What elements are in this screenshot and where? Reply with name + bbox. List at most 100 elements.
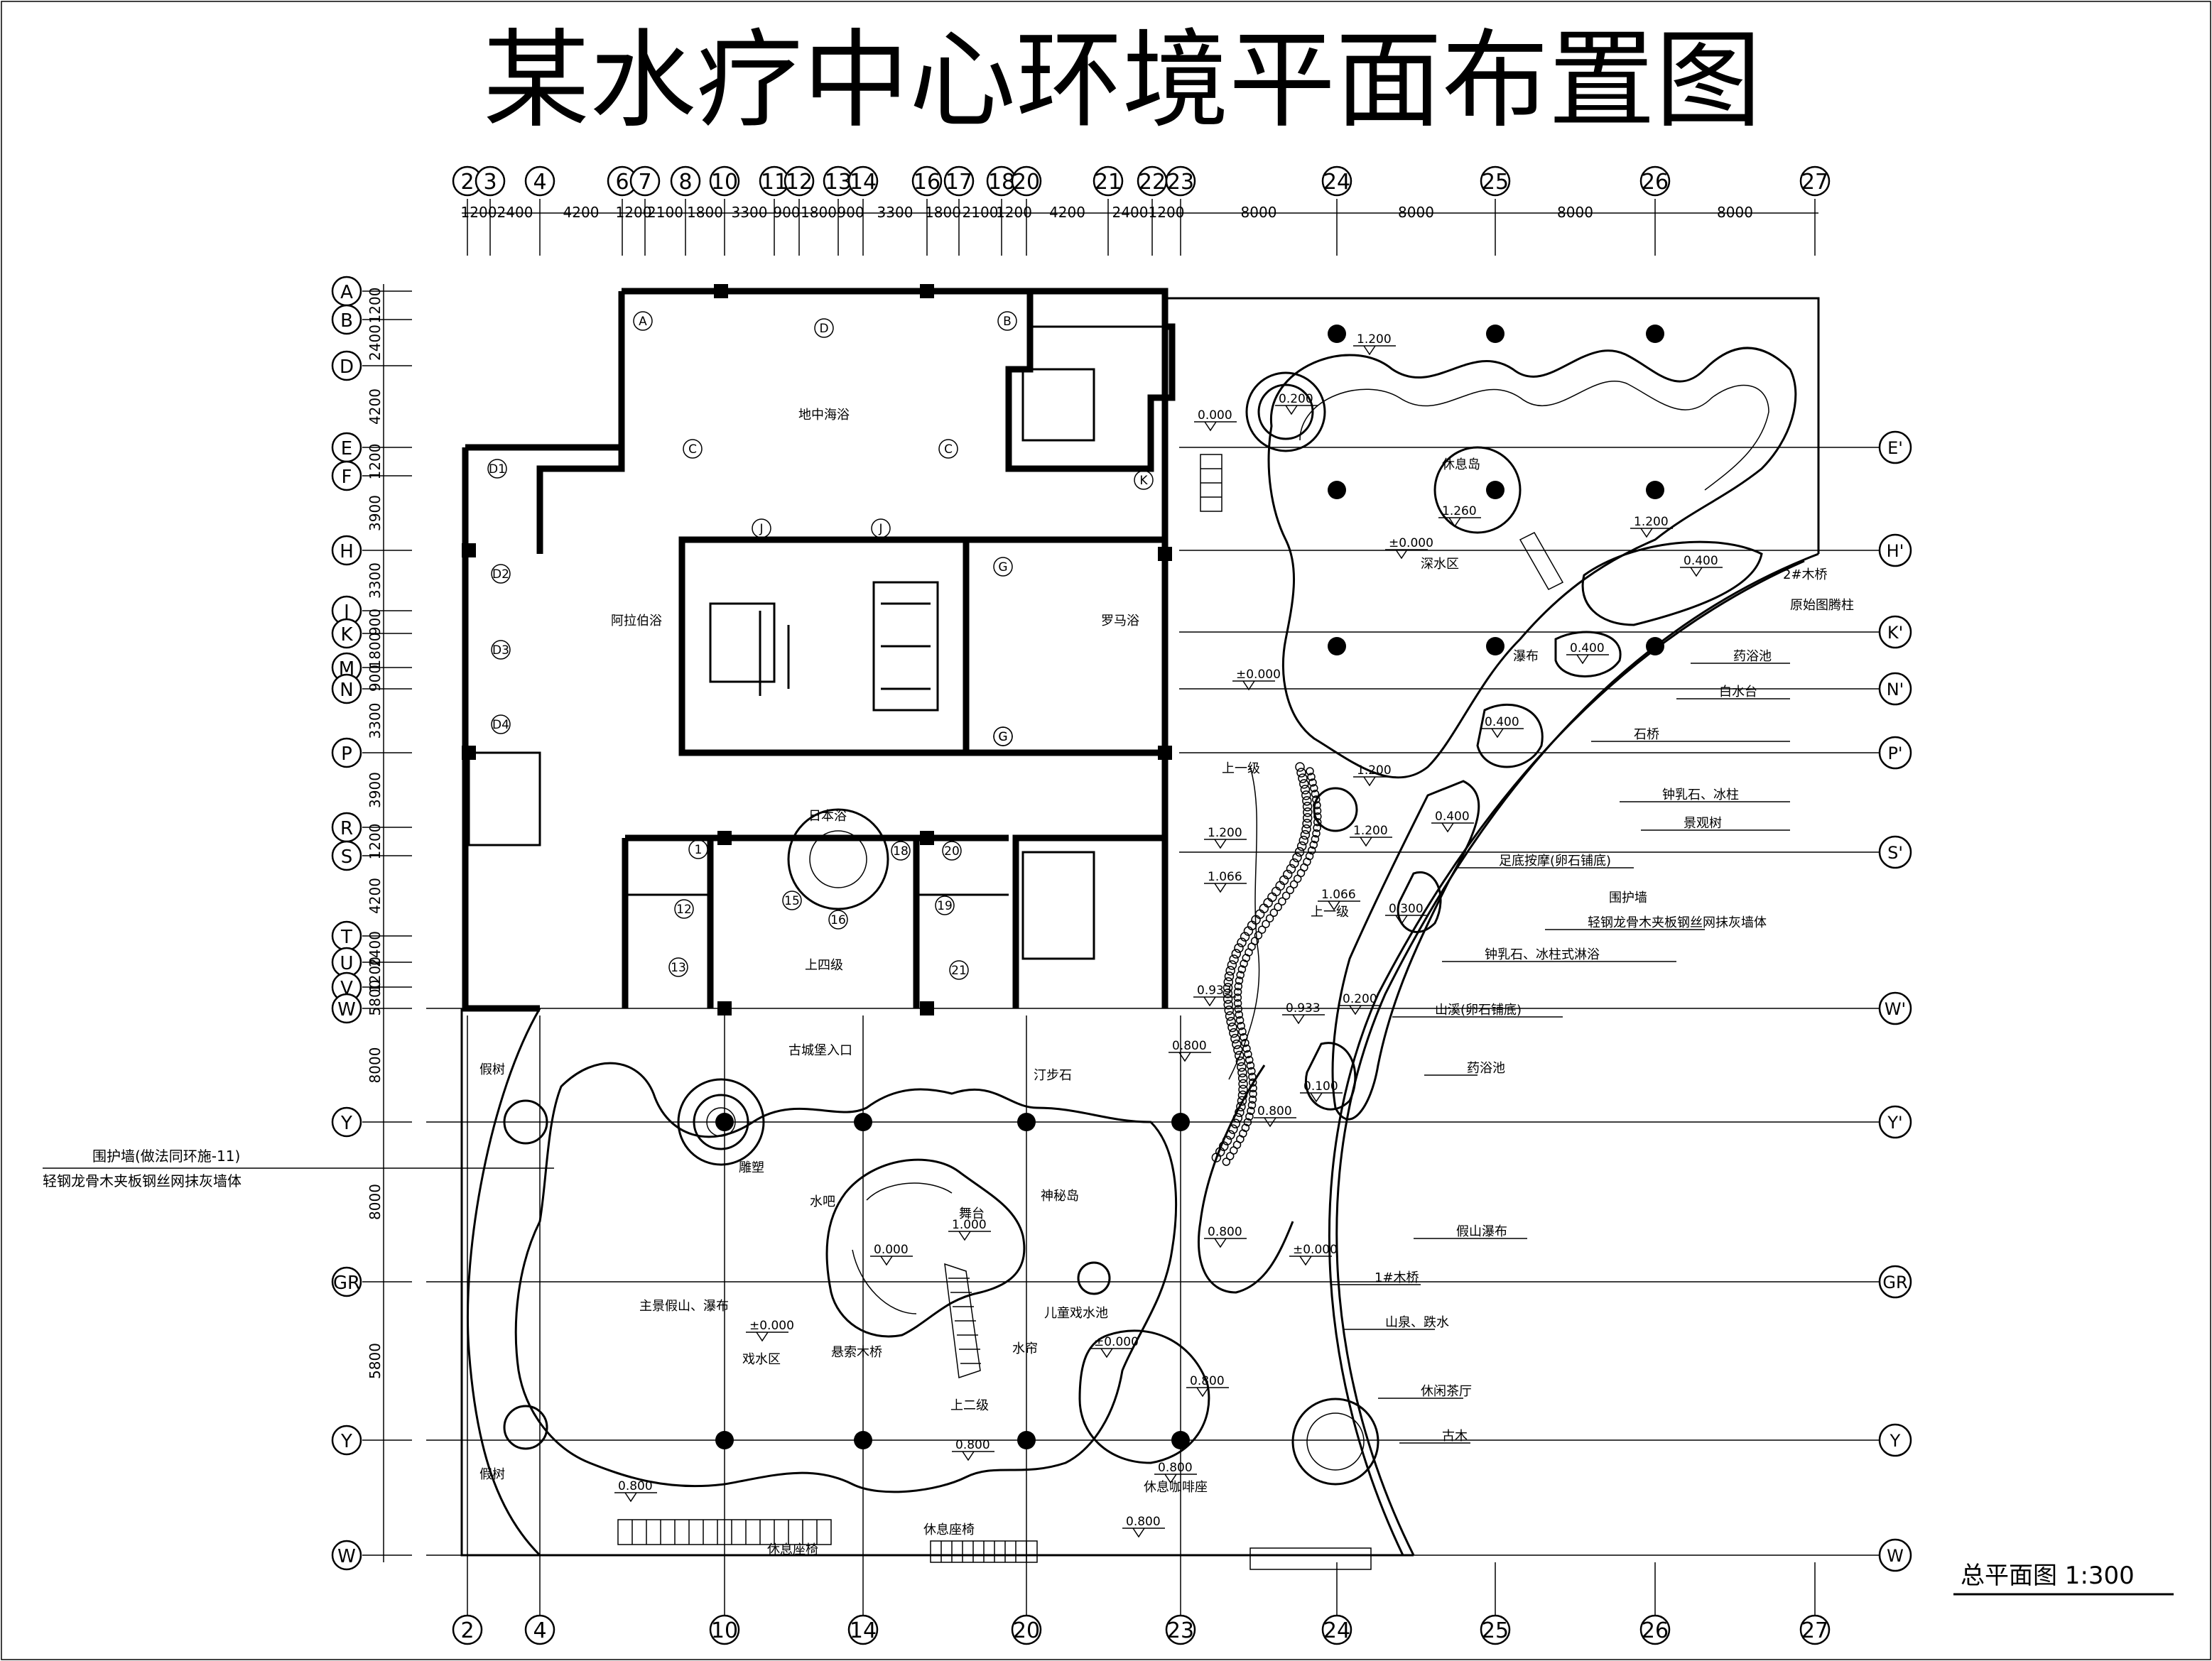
- row-dim: 5800: [367, 1343, 384, 1379]
- svg-text:21: 21: [1095, 170, 1122, 195]
- room-label-mediterranean: 地中海浴: [798, 408, 850, 423]
- room-label-entrance: 古城堡入口: [788, 1043, 852, 1058]
- svg-text:18: 18: [988, 170, 1015, 195]
- garden-label: 山溪(卵石铺底): [1435, 1003, 1522, 1018]
- column-axis-23: 23: [1165, 165, 1196, 197]
- level-mark: 0.800: [1169, 1039, 1211, 1062]
- garden-label: 休闲茶厅: [1421, 1384, 1472, 1399]
- svg-text:25: 25: [1482, 1618, 1509, 1643]
- row-dim: 8000: [367, 1047, 384, 1084]
- column-axis-16: 16: [911, 165, 943, 197]
- row-axis-M: M: [331, 652, 412, 683]
- unit-tag: J: [871, 518, 891, 538]
- right-row-axis: Y': [1179, 1105, 1912, 1139]
- column-axis-22: 22: [1137, 165, 1168, 197]
- svg-text:P: P: [341, 744, 352, 765]
- svg-text:B: B: [1003, 315, 1012, 329]
- svg-text:D: D: [340, 356, 354, 378]
- garden-label: 足底按摩(卵石铺底): [1499, 854, 1611, 868]
- svg-text:H: H: [340, 541, 354, 562]
- column-dim: 3300: [732, 204, 768, 221]
- right-row-axis: W': [1179, 991, 1912, 1025]
- column-dim: 2100: [647, 204, 683, 221]
- row-axis-U: U: [331, 947, 412, 978]
- svg-text:1.200: 1.200: [1208, 826, 1242, 840]
- unit-tag: G: [993, 726, 1013, 746]
- svg-text:1.200: 1.200: [1357, 332, 1392, 347]
- svg-text:0.800: 0.800: [1172, 1039, 1207, 1053]
- bottom-axis-4: 4: [524, 1562, 555, 1645]
- level-mark: 0.400: [1680, 554, 1723, 577]
- svg-text:13: 13: [825, 170, 852, 195]
- svg-text:K': K': [1887, 623, 1903, 643]
- column-axis-25: 25: [1480, 165, 1511, 197]
- garden-label: 儿童戏水池: [1044, 1306, 1108, 1321]
- column-dim: 4200: [1049, 204, 1085, 221]
- bottom-axis-14: 14: [847, 1562, 879, 1645]
- garden-label: 假树: [479, 1062, 505, 1077]
- level-mark: ±0.000: [1289, 1243, 1338, 1266]
- row-axis-J: J: [331, 595, 412, 626]
- svg-text:T: T: [340, 927, 352, 948]
- garden-label: 古木: [1442, 1429, 1468, 1444]
- unit-tag: D: [814, 318, 834, 338]
- svg-text:1.066: 1.066: [1208, 870, 1242, 884]
- svg-text:27: 27: [1801, 170, 1828, 195]
- column-axis-20: 20: [1011, 165, 1042, 197]
- unit-tag: D2: [491, 564, 511, 584]
- right-row-axis: Y: [1179, 1423, 1912, 1457]
- svg-text:1.000: 1.000: [952, 1218, 987, 1232]
- bottom-axis-26: 26: [1639, 1562, 1671, 1645]
- column-axis-8: 8: [670, 165, 701, 197]
- garden-label: 休息座椅: [923, 1523, 975, 1537]
- room-label-up-four: 上四级: [805, 958, 843, 973]
- unit-tag: 21: [949, 960, 969, 980]
- level-mark: 1.200: [1353, 763, 1396, 787]
- left-note-line-2: 轻钢龙骨木夹板钢丝网抹灰墙体: [43, 1172, 242, 1189]
- garden-label: 白水台: [1719, 685, 1757, 699]
- column-axis-14: 14: [847, 165, 879, 197]
- svg-text:M: M: [339, 658, 354, 680]
- garden-label: 舞台: [959, 1207, 985, 1221]
- garden-label: 戏水区: [742, 1352, 781, 1367]
- bottom-axis-27: 27: [1799, 1562, 1831, 1645]
- svg-text:D2: D2: [492, 567, 509, 582]
- column-axis-21: 21: [1093, 165, 1124, 197]
- garden-label: 山泉、跌水: [1385, 1315, 1449, 1330]
- svg-text:0.200: 0.200: [1279, 392, 1313, 406]
- column-axis-27: 27: [1799, 165, 1831, 197]
- level-marks: 1.2000.0000.2001.260±0.000±0.0000.4000.4…: [614, 332, 1723, 1538]
- svg-text:D: D: [819, 322, 828, 336]
- unit-tag: D1: [487, 459, 507, 479]
- column-dim: 8000: [1398, 204, 1434, 221]
- left-dimension-labels: 1200240042001200390033009001800900330039…: [367, 288, 384, 1379]
- svg-text:A: A: [340, 282, 353, 303]
- svg-text:3: 3: [483, 170, 497, 195]
- svg-text:0.800: 0.800: [1257, 1104, 1292, 1118]
- row-dim: 3900: [367, 772, 384, 808]
- svg-text:K: K: [1139, 474, 1148, 488]
- svg-text:26: 26: [1642, 170, 1669, 195]
- axis-grid-lines: [426, 199, 1816, 1562]
- level-mark: 0.300: [1385, 902, 1428, 925]
- svg-text:C: C: [944, 442, 953, 457]
- svg-text:±0.000: ±0.000: [1236, 668, 1281, 682]
- bottom-axis-2: 2: [452, 1562, 483, 1645]
- svg-text:14: 14: [850, 170, 877, 195]
- svg-text:11: 11: [761, 170, 788, 195]
- svg-text:0.800: 0.800: [618, 1479, 653, 1493]
- svg-text:W: W: [337, 999, 356, 1020]
- structural-columns: [462, 284, 1664, 1449]
- level-mark: 0.933: [1282, 1001, 1325, 1025]
- unit-tag: C: [938, 439, 958, 459]
- row-dim: 4200: [367, 878, 384, 914]
- right-row-axis: P': [1179, 736, 1912, 770]
- row-dim: 2400: [367, 325, 384, 361]
- svg-text:J: J: [878, 522, 882, 536]
- row-dim: 8000: [367, 1184, 384, 1220]
- svg-text:1: 1: [695, 843, 703, 857]
- garden-label: 主景假山、瀑布: [639, 1299, 729, 1314]
- svg-text:GR: GR: [333, 1273, 360, 1294]
